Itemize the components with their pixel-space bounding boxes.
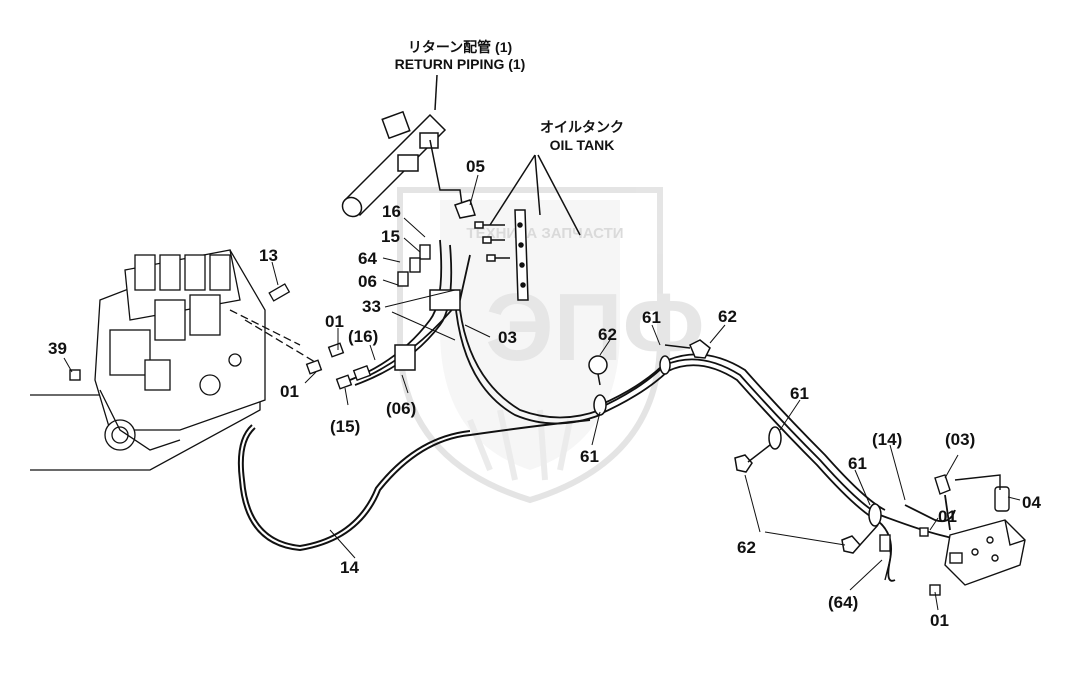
control-valve bbox=[30, 249, 321, 471]
part-label-64-paren: (64) bbox=[828, 593, 858, 612]
part-label-62-a: 62 bbox=[598, 325, 617, 344]
part-label-61-c: 61 bbox=[580, 447, 599, 466]
part-label-15: 15 bbox=[381, 227, 400, 246]
part-label-03-paren: (03) bbox=[945, 430, 975, 449]
title-oil-tank: オイルタンク OIL TANK bbox=[540, 119, 624, 153]
part-label-13: 13 bbox=[259, 246, 278, 265]
part-label-39: 39 bbox=[48, 339, 67, 358]
return-piping-jp: リターン配管 (1) bbox=[408, 39, 512, 55]
part-label-14: 14 bbox=[340, 558, 359, 577]
return-piping-en: RETURN PIPING (1) bbox=[395, 56, 526, 72]
part-label-01-b: 01 bbox=[280, 382, 299, 401]
part-label-16-paren: (16) bbox=[348, 327, 378, 346]
part-label-03: 03 bbox=[498, 328, 517, 347]
part-label-61-a: 61 bbox=[642, 308, 661, 327]
part-label-01-c: 01 bbox=[938, 507, 957, 526]
part-label-33: 33 bbox=[362, 297, 381, 316]
part-label-14-paren: (14) bbox=[872, 430, 902, 449]
part-label-05: 05 bbox=[466, 157, 485, 176]
part-label-62-c: 62 bbox=[737, 538, 756, 557]
part-label-64: 64 bbox=[358, 249, 377, 268]
valve-block-right bbox=[879, 474, 1026, 596]
leader-lines bbox=[63, 174, 1021, 611]
oil-tank-jp: オイルタンク bbox=[540, 119, 624, 135]
watermark-shield: ЭПФ ТЕХНИКА ЗАПЧАСТИ bbox=[397, 187, 705, 504]
hose-14 bbox=[237, 419, 591, 552]
part-label-62-b: 62 bbox=[718, 307, 737, 326]
watermark-caption: ТЕХНИКА ЗАПЧАСТИ bbox=[466, 225, 623, 242]
fittings-centre bbox=[69, 244, 431, 390]
part-labels: 05 16 15 64 06 33 03 13 39 01 01 (16) (1… bbox=[48, 157, 1041, 630]
part-label-16: 16 bbox=[382, 202, 401, 221]
part-label-06: 06 bbox=[358, 272, 377, 291]
part-label-01-d: 01 bbox=[930, 611, 949, 630]
part-label-06-paren: (06) bbox=[386, 399, 416, 418]
part-label-01-a: 01 bbox=[325, 312, 344, 331]
return-pipe bbox=[341, 74, 463, 218]
oil-tank-bracket bbox=[454, 154, 581, 301]
title-return-piping: リターン配管 (1) RETURN PIPING (1) bbox=[395, 39, 526, 72]
part-label-15-paren: (15) bbox=[330, 417, 360, 436]
clamps bbox=[394, 289, 882, 554]
part-label-61-d: 61 bbox=[848, 454, 867, 473]
oil-tank-en: OIL TANK bbox=[550, 137, 615, 153]
part-label-61-b: 61 bbox=[790, 384, 809, 403]
part-label-04: 04 bbox=[1022, 493, 1041, 512]
